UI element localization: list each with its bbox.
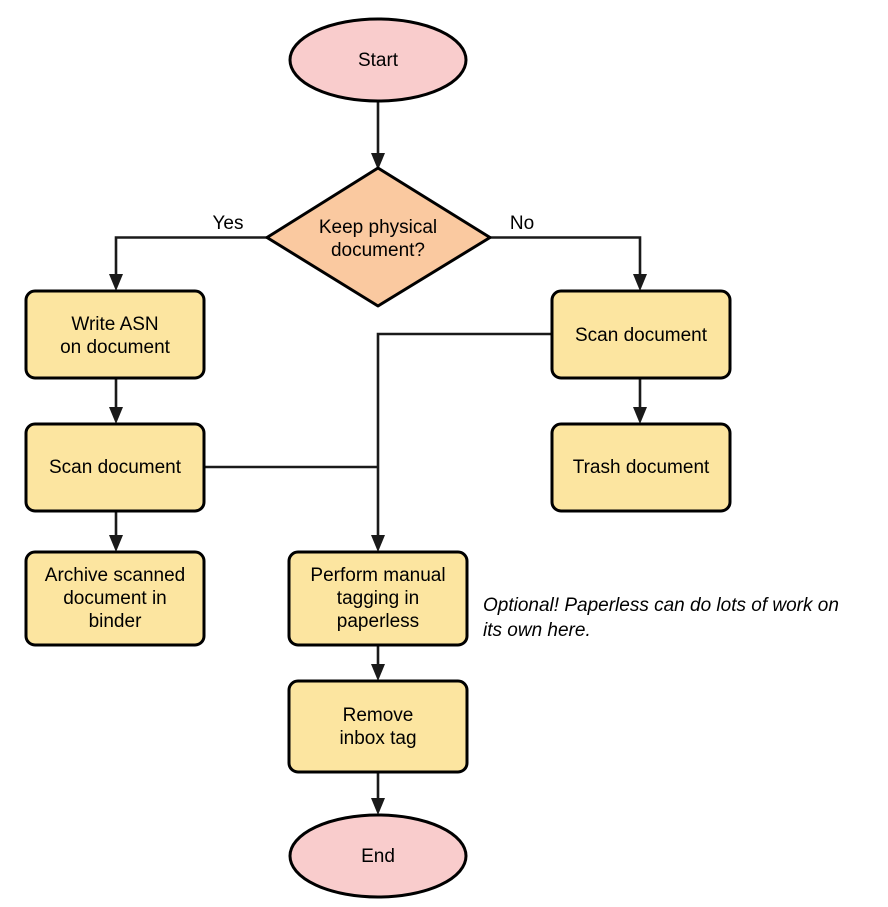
edge-start-to-decision	[371, 100, 385, 170]
edge-decision-yes-to-write-asn	[109, 236, 267, 291]
edge-scan-left-to-archive	[109, 511, 123, 552]
end-oval[interactable]	[288, 813, 468, 899]
write-asn-label-line2: on document	[60, 337, 171, 358]
end-label: End	[361, 846, 395, 867]
scan-document-left-box[interactable]	[24, 422, 206, 513]
archive-label-line3: binder	[89, 611, 142, 632]
start-oval[interactable]	[288, 17, 468, 103]
trash-document-label: Trash document	[573, 457, 710, 478]
scan-document-right-label: Scan document	[575, 325, 708, 346]
scan-document-left-label: Scan document	[49, 457, 182, 478]
archive-label-line1: Archive scanned	[45, 565, 185, 586]
node-trash-document[interactable]: Trash document	[550, 422, 732, 513]
node-archive-scanned-document[interactable]: Archive scanned document in binder	[24, 550, 206, 647]
tagging-box[interactable]	[287, 550, 469, 647]
write-asn-box[interactable]	[24, 289, 206, 380]
edge-scan-right-to-trash	[633, 378, 647, 424]
archive-box[interactable]	[24, 550, 206, 647]
annotation-line1: Optional! Paperless can do lots of work …	[483, 595, 839, 616]
decision-label-line2: document?	[331, 240, 425, 261]
decision-label-line1: Keep physical	[319, 217, 437, 238]
trash-document-box[interactable]	[550, 422, 732, 513]
edge-remove-inbox-to-end	[371, 772, 385, 815]
node-start[interactable]: Start	[288, 17, 468, 103]
archive-label-line2: document in	[63, 588, 167, 609]
node-perform-manual-tagging[interactable]: Perform manual tagging in paperless	[287, 550, 469, 647]
annotation-optional-note: Optional! Paperless can do lots of work …	[483, 595, 839, 641]
annotation-line2: its own here.	[483, 620, 591, 641]
node-end[interactable]: End	[288, 813, 468, 899]
node-decision-keep-physical-document[interactable]: Keep physical document?	[265, 166, 492, 308]
decision-diamond[interactable]	[265, 166, 492, 308]
edge-label-no: No	[510, 213, 534, 234]
node-write-asn[interactable]: Write ASN on document	[24, 289, 206, 380]
tagging-label-line2: tagging in	[337, 588, 419, 609]
edge-decision-no-to-scan-right	[490, 236, 647, 291]
scan-document-right-box[interactable]	[550, 289, 732, 380]
start-label: Start	[358, 50, 399, 71]
edge-tagging-to-remove-inbox	[371, 645, 385, 681]
tagging-label-line1: Perform manual	[310, 565, 445, 586]
node-remove-inbox-tag[interactable]: Remove inbox tag	[287, 679, 469, 774]
edge-write-asn-to-scan-left	[109, 378, 123, 424]
remove-inbox-label-line1: Remove	[343, 705, 414, 726]
edge-label-yes: Yes	[213, 213, 244, 234]
remove-inbox-label-line2: inbox tag	[339, 728, 416, 749]
edge-scan-right-to-tagging	[371, 332, 552, 552]
remove-inbox-tag-box[interactable]	[287, 679, 469, 774]
write-asn-label-line1: Write ASN	[71, 314, 158, 335]
node-scan-document-right[interactable]: Scan document	[550, 289, 732, 380]
node-scan-document-left[interactable]: Scan document	[24, 422, 206, 513]
tagging-label-line3: paperless	[337, 611, 419, 632]
